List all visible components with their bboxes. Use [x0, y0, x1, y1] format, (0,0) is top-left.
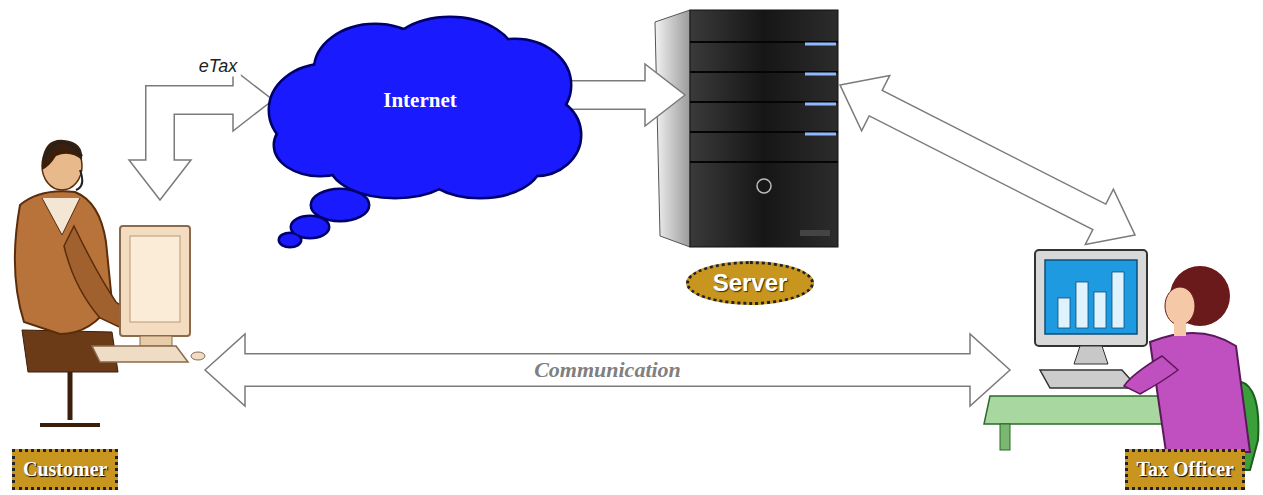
tax-officer-figure-part-part [1112, 272, 1124, 328]
tax-officer-figure-part [1000, 424, 1010, 450]
server-tower-part-part [690, 101, 838, 103]
tax-officer-figure-part-part [1094, 292, 1106, 328]
tax-officer-figure-part [1035, 250, 1147, 346]
edge-label-text: eTax [199, 56, 237, 77]
server-tower-part-part [805, 103, 836, 106]
arrow-body [565, 82, 650, 109]
tax-officer-figure-part [1124, 356, 1178, 394]
arrow-head [233, 69, 273, 131]
internet-cloud: Internet [265, 15, 585, 245]
edge-label-text: Communication [534, 358, 681, 382]
cloud-fill [292, 217, 328, 237]
server-node: Server [660, 8, 840, 305]
customer-figure-part [44, 142, 82, 158]
arrow-head [205, 334, 245, 406]
customer-figure-part [140, 336, 172, 346]
cloud-fill [270, 18, 580, 246]
server-tower-part [655, 10, 690, 247]
node-text: Tax Officer [1136, 458, 1234, 481]
arrow-body [160, 100, 238, 165]
cloud-outline [270, 18, 580, 246]
tax-officer-figure-part [1174, 322, 1186, 336]
tax-officer-figure-part-part [1076, 282, 1088, 328]
customer-figure-part [120, 226, 190, 336]
server-tower-part [757, 179, 771, 193]
arrow-body [240, 355, 975, 386]
customer-figure [15, 140, 205, 425]
arrow-head [129, 160, 191, 200]
tax-officer-figure-part [1074, 346, 1108, 364]
customer-badge: Customer [12, 449, 118, 490]
tax-officer-figure-part [984, 396, 1168, 424]
server-tower-part [690, 42, 838, 162]
cloud-outline [292, 217, 328, 237]
customer-figure-part [40, 423, 100, 427]
customer-figure-part [130, 236, 180, 322]
tax-officer-badge: Tax Officer [1125, 449, 1245, 490]
server-tower-part-part [690, 131, 838, 133]
customer-figure-part [68, 372, 73, 420]
arrow-head [645, 64, 685, 126]
cloud-shape [265, 15, 585, 245]
server-tower-part-part [805, 73, 836, 76]
edge-label: Communication [530, 358, 685, 382]
server-tower-part-part [805, 133, 836, 136]
cloud-fill [315, 60, 535, 170]
server-tower-part-part [690, 41, 838, 43]
node-text: Server [713, 269, 788, 297]
server-tower-part-part [690, 161, 838, 163]
customer-figure-part [191, 352, 205, 360]
hollow-arrow [129, 69, 273, 200]
server-tower [655, 10, 838, 247]
server-tower-part-part [690, 71, 838, 73]
cloud-fill [312, 190, 368, 220]
cloud-label: Internet [383, 88, 456, 113]
cloud-outline [280, 234, 300, 246]
tax-officer-figure-part [1165, 287, 1195, 325]
tax-officer-figure-part [1040, 370, 1138, 388]
arrow-head [970, 334, 1010, 406]
arrow-body [871, 101, 1104, 219]
customer-figure-part [92, 346, 188, 362]
tax-officer-figure [984, 250, 1258, 470]
tax-officer-figure-part-part [1058, 298, 1070, 328]
customer-figure-part [42, 140, 82, 170]
hollow-arrow [840, 75, 1135, 244]
customer-node: Customer [5, 200, 205, 490]
node-text: Internet [383, 88, 456, 113]
server-badge: Server [686, 261, 815, 305]
server-tower-part-part [805, 43, 836, 46]
cloud-outline [315, 60, 535, 170]
tax-officer-figure-part [1150, 333, 1250, 452]
hollow-arrow [205, 334, 1010, 406]
server-tower-part [805, 44, 836, 134]
customer-figure-part [76, 170, 82, 190]
node-text: Customer [23, 458, 107, 481]
tax-officer-figure-part [1045, 260, 1137, 334]
tax-officer-node: Tax Officer [1010, 235, 1258, 490]
cloud-outline [312, 190, 368, 220]
server-tower-part [800, 230, 830, 236]
server-tower-part [690, 10, 838, 247]
hollow-arrow [565, 64, 685, 126]
tax-officer-figure-part [1058, 272, 1124, 328]
edge-label: eTax [195, 56, 241, 77]
cloud-fill [280, 234, 300, 246]
